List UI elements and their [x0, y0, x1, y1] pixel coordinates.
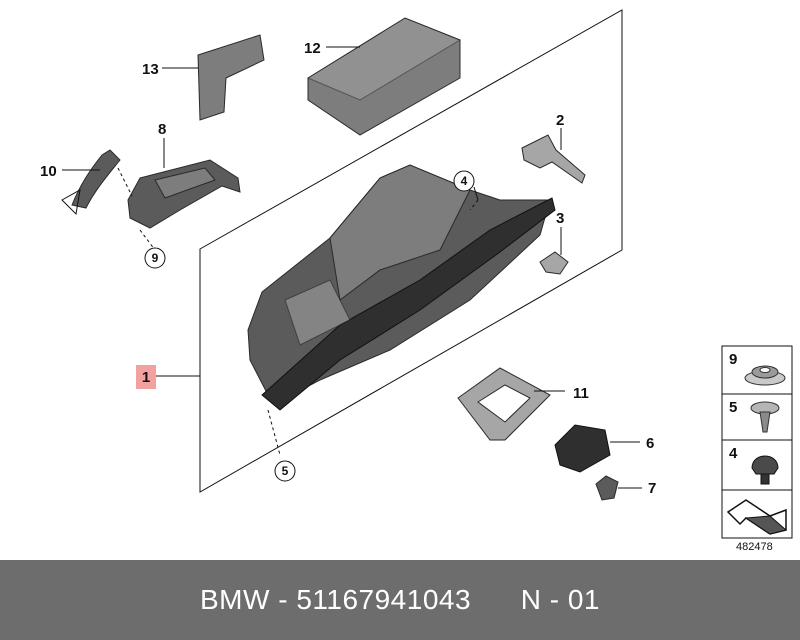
callout-circle-9: 9: [144, 247, 166, 269]
fastener-legend: 9 5 4: [721, 345, 793, 539]
callout-8: 8: [158, 121, 166, 138]
part-6-lock: [554, 424, 611, 473]
part-10-hose: [61, 149, 121, 216]
callout-1-highlight: 1: [136, 365, 156, 389]
legend-label-9: 9: [729, 351, 737, 368]
nut-icon: [744, 365, 786, 386]
callout-7: 7: [648, 480, 656, 497]
callout-12: 12: [304, 40, 321, 57]
part-11-frame: [457, 367, 551, 441]
callout-circle-5: 5: [274, 460, 296, 482]
part-1-glovebox: [247, 164, 556, 411]
screw-icon: [750, 401, 780, 433]
rubber-buffer-icon: [751, 455, 779, 485]
leader-lines: [62, 46, 642, 489]
svg-text:5: 5: [282, 464, 289, 478]
part-12-pad: [306, 17, 462, 136]
footer-part-number: 51167941043: [296, 584, 472, 615]
callout-circle-4: 4: [453, 170, 475, 192]
assembly-outline: [199, 9, 623, 493]
parts-diagram: 13 12 8 10 2 3 11 6 7 9 4 5 1 9 5: [40, 9, 793, 539]
part-8-bracket: [127, 159, 241, 229]
footer-page-code: N - 01: [520, 584, 600, 615]
callout-2: 2: [556, 112, 564, 129]
legend-label-5: 5: [729, 399, 737, 416]
footer-separator: -: [269, 584, 297, 615]
legend-label-4: 4: [729, 445, 738, 462]
part-2-lever: [521, 134, 586, 184]
footer-bar: BMW - 51167941043 N - 01: [0, 560, 800, 640]
exploded-view: 13 12 8 10 2 3 11 6 7 9 4 5 1 9 5: [40, 9, 793, 539]
svg-text:4: 4: [461, 174, 468, 188]
diagram-reference-number: 482478: [736, 541, 773, 553]
svg-text:1: 1: [142, 369, 150, 386]
callout-6: 6: [646, 435, 654, 452]
part-3-clip: [539, 251, 569, 275]
part-13-cover: [197, 34, 265, 121]
part-7-cylinder: [595, 475, 619, 501]
callout-3: 3: [556, 210, 564, 227]
callout-10: 10: [40, 163, 57, 180]
arrow-direction-icon: [726, 499, 788, 535]
svg-text:9: 9: [152, 251, 159, 265]
footer-spacer: [471, 584, 521, 616]
footer-brand: BMW: [200, 584, 270, 615]
callout-11: 11: [573, 385, 589, 402]
callout-13: 13: [142, 61, 159, 78]
